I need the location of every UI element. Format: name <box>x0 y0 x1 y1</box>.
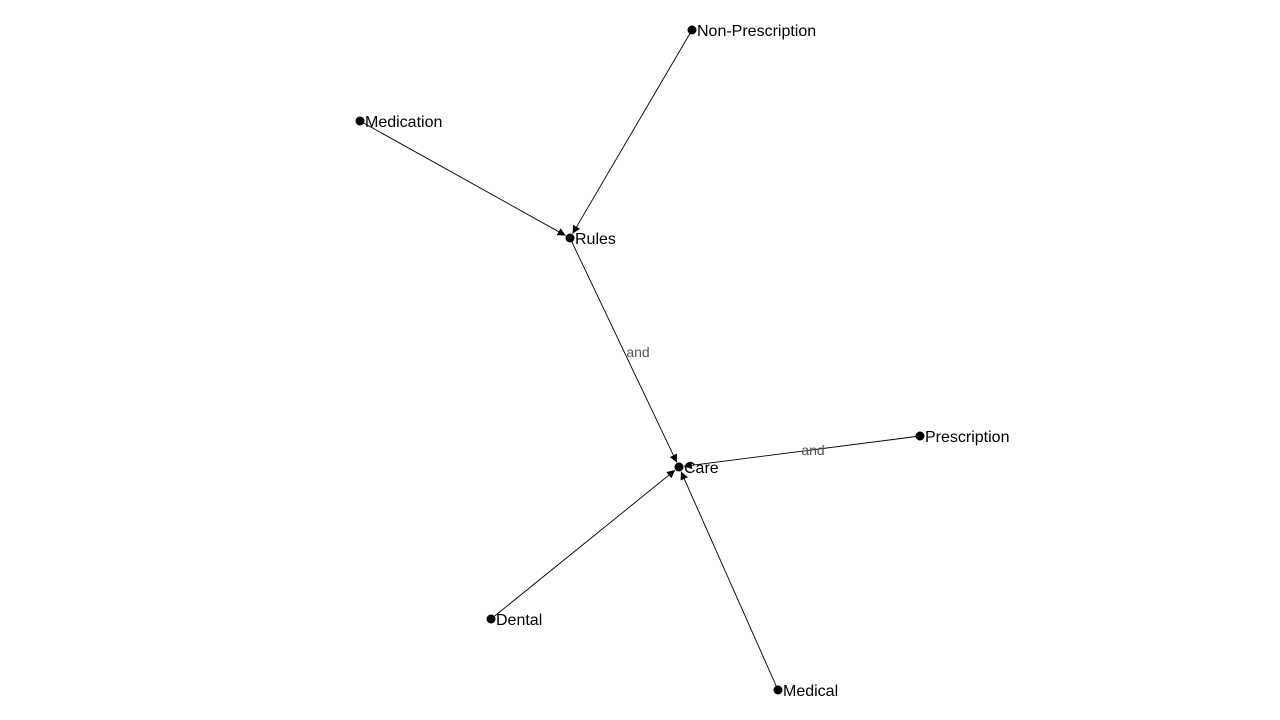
node-label-care: Care <box>684 460 719 477</box>
edge-non-prescription-to-rules <box>572 29 693 234</box>
node-label-non-prescription: Non-Prescription <box>697 23 816 40</box>
edge-medication-to-rules <box>359 120 566 236</box>
node-non-prescription: Non-Prescription <box>687 23 816 40</box>
edge-rules-to-care <box>569 237 678 463</box>
node-medical: Medical <box>773 683 838 700</box>
node-dot-dental <box>486 614 496 624</box>
node-care: Care <box>674 460 719 477</box>
node-label-medical: Medical <box>783 683 838 700</box>
node-label-prescription: Prescription <box>925 429 1009 446</box>
node-label-rules: Rules <box>575 231 616 248</box>
node-medication: Medication <box>355 114 442 131</box>
edge-medical-to-care <box>680 471 779 691</box>
node-dot-care <box>674 462 684 472</box>
node-dot-rules <box>565 233 575 243</box>
node-dot-non-prescription <box>687 25 697 35</box>
edge-prescription-to-care <box>683 435 921 470</box>
node-rules: Rules <box>565 231 616 248</box>
edge-label-prescription-to-care: and <box>801 442 824 458</box>
node-dot-medical <box>773 685 783 695</box>
node-label-dental: Dental <box>496 612 542 629</box>
node-prescription: Prescription <box>915 429 1009 446</box>
node-dot-medication <box>355 116 365 126</box>
node-dental: Dental <box>486 612 542 629</box>
edges-layer: and and <box>359 29 921 691</box>
node-dot-prescription <box>915 431 925 441</box>
node-label-medication: Medication <box>365 114 442 131</box>
edge-dental-to-care <box>490 469 676 620</box>
edge-label-rules-to-care: and <box>626 344 649 360</box>
